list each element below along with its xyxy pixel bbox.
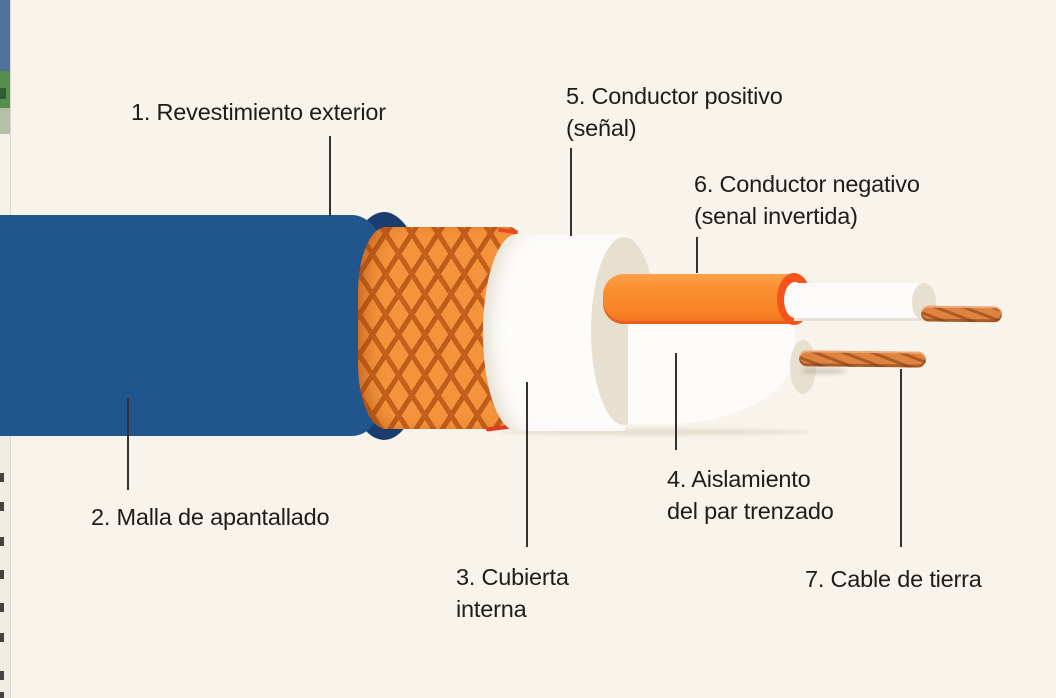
left-sliver-text-fragment — [0, 603, 4, 612]
ground-wire-shadow — [801, 368, 847, 374]
leader-line-4 — [675, 353, 677, 450]
left-sliver-text-fragment — [0, 502, 4, 511]
label-revestimiento-exterior: 1. Revestimiento exterior — [131, 97, 386, 129]
label-line: 7. Cable de tierra — [805, 566, 982, 592]
label-conductor-negativo: 6. Conductor negativo (senal invertida) — [694, 169, 920, 232]
left-sliver-text-fragment — [0, 537, 4, 546]
leader-line-3 — [526, 382, 528, 547]
label-line: del par trenzado — [667, 497, 834, 524]
twisted-pair-insulation — [628, 323, 795, 424]
leader-line-6 — [696, 237, 698, 273]
leader-line-7 — [900, 369, 902, 547]
label-line: 6. Conductor negativo — [694, 171, 920, 197]
signal-copper-wire — [920, 305, 1003, 323]
ground-wire — [798, 350, 927, 368]
left-sliver-text-fragment — [0, 570, 4, 579]
leader-line-5 — [570, 148, 572, 236]
cable-ground-shadow — [500, 429, 810, 435]
label-line: 3. Cubierta — [456, 564, 569, 590]
ground-insulation-end-face — [790, 340, 816, 394]
label-line: 4. Aislamiento — [667, 466, 811, 492]
label-malla-apantallado: 2. Malla de apantallado — [91, 502, 330, 534]
label-line: (señal) — [566, 114, 637, 141]
leader-line-1 — [329, 136, 331, 216]
positive-conductor-insulation — [603, 273, 811, 325]
left-sliver-text-fragment — [0, 692, 4, 698]
left-sliver-text-fragment — [0, 473, 4, 482]
left-sliver-sage-strip — [0, 108, 10, 134]
label-line: (senal invertida) — [694, 202, 858, 229]
label-conductor-positivo: 5. Conductor positivo (señal) — [566, 81, 783, 144]
label-line: 2. Malla de apantallado — [91, 504, 330, 530]
left-sliver-text-fragment — [0, 671, 4, 680]
label-line: 5. Conductor positivo — [566, 83, 783, 109]
label-aislamiento-par: 4. Aislamiento del par trenzado — [667, 464, 834, 527]
label-line: interna — [456, 595, 527, 622]
label-cubierta-interna: 3. Cubierta interna — [456, 562, 569, 625]
left-sliver-text-fragment — [0, 633, 4, 642]
left-sliver-cream-strip — [0, 134, 10, 215]
leader-line-2 — [127, 398, 129, 490]
label-line: 1. Revestimiento exterior — [131, 99, 386, 125]
label-cable-tierra: 7. Cable de tierra — [805, 564, 982, 596]
left-sliver-gray-strip — [0, 436, 10, 698]
outer-jacket — [0, 215, 386, 436]
left-sliver-green-mark — [0, 88, 6, 99]
left-sliver-blue-strip — [0, 0, 10, 71]
